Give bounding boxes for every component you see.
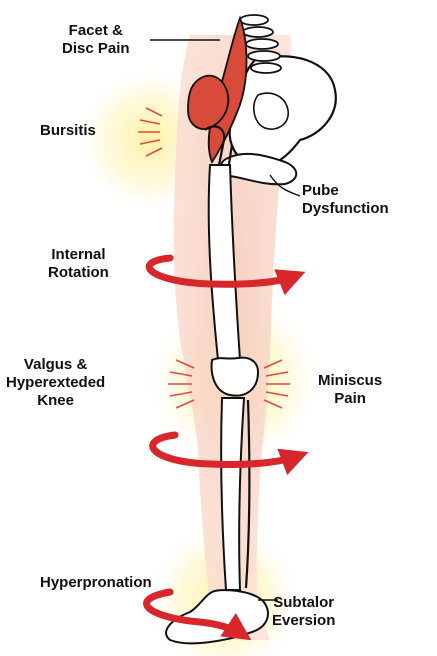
- pube-dysfunction-label: Pube Dysfunction: [302, 182, 389, 218]
- miniscus-label-line2: Pain: [318, 390, 382, 408]
- pube-label-line1: Pube: [302, 182, 389, 200]
- valgus-label-line3: Knee: [6, 392, 105, 410]
- pube-label-line2: Dysfunction: [302, 200, 389, 218]
- facet-disc-pain-label: Facet & Disc Pain: [62, 22, 130, 58]
- subtalor-eversion-label: Subtalor Eversion: [272, 594, 335, 630]
- internal-rotation-label: Internal Rotation: [48, 246, 109, 282]
- valgus-label-line2: Hyperexteded: [6, 374, 105, 392]
- miniscus-label-line1: Miniscus: [318, 372, 382, 390]
- facet-label-line1: Facet &: [62, 22, 130, 40]
- subtalor-label-line2: Eversion: [272, 612, 335, 630]
- hyperpronation-label: Hyperpronation: [40, 574, 152, 592]
- internal-label-line1: Internal: [48, 246, 109, 264]
- internal-label-line2: Rotation: [48, 264, 109, 282]
- facet-label-line2: Disc Pain: [62, 40, 130, 58]
- miniscus-pain-label: Miniscus Pain: [318, 372, 382, 408]
- subtalor-label-line1: Subtalor: [272, 594, 335, 612]
- valgus-label: Valgus & Hyperexteded Knee: [6, 356, 105, 410]
- valgus-label-line1: Valgus &: [6, 356, 105, 374]
- bursitis-label: Bursitis: [40, 122, 96, 140]
